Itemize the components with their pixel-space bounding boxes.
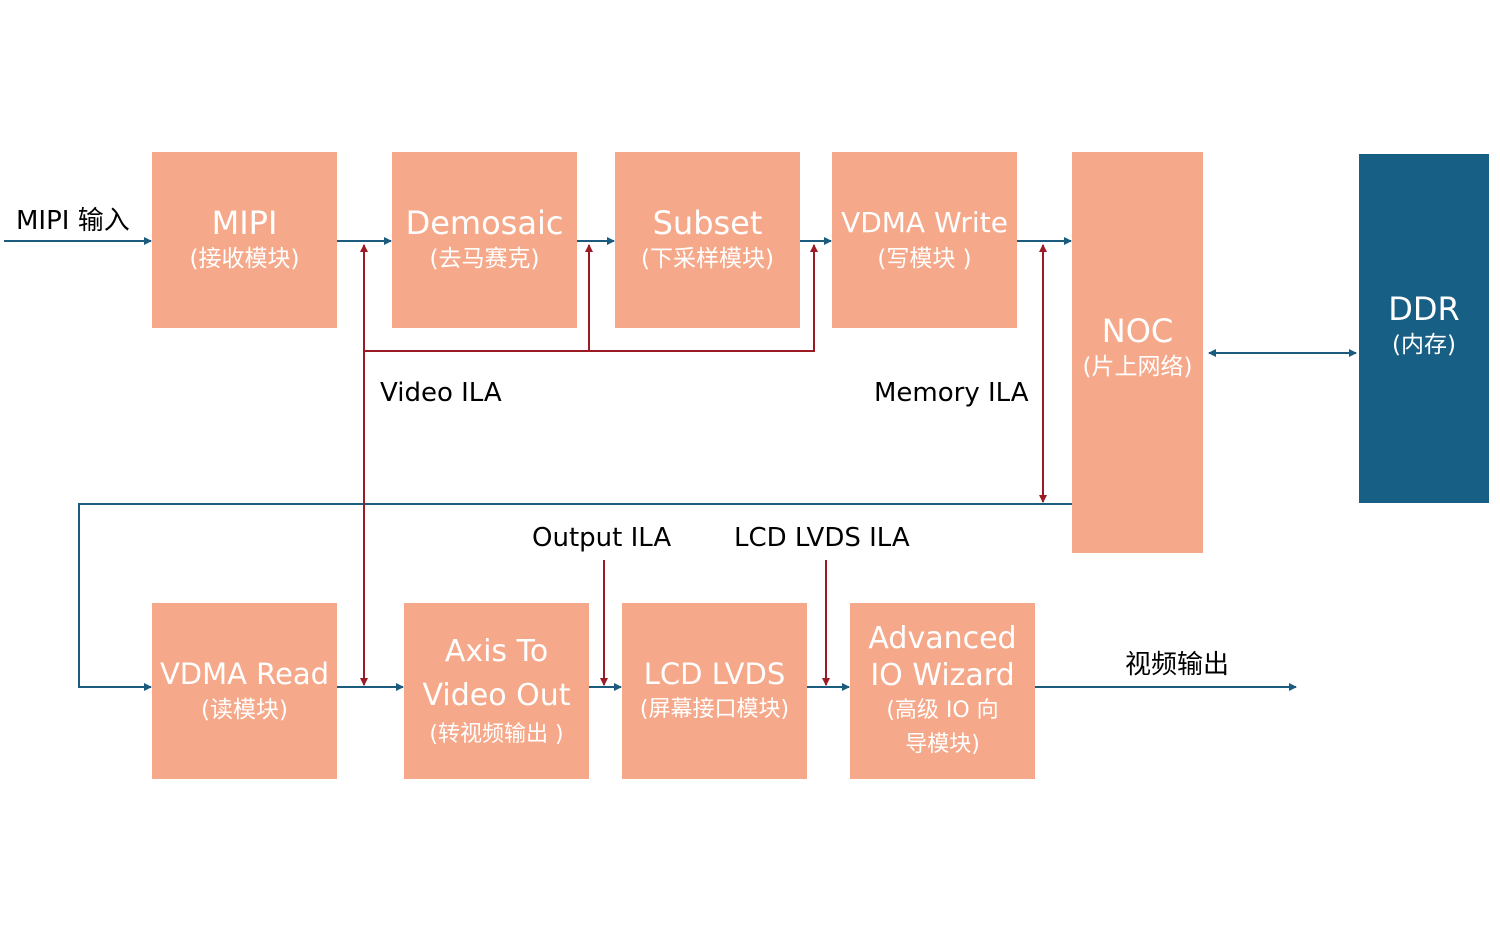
memory-ila-label: Memory ILA — [874, 378, 1029, 408]
lcd-lvds-ila-label: LCD LVDS ILA — [734, 523, 910, 553]
noc-block: NOC (片上网络) — [1072, 152, 1203, 553]
noc-block-subtitle: (片上网络) — [1082, 354, 1193, 380]
axis-to-video-out-block: Axis To Video Out (转视频输出 ) — [404, 603, 589, 779]
aiw-block-subtitle-line2: 导模块) — [905, 732, 980, 757]
demosaic-block-title: Demosaic — [405, 204, 564, 242]
noc-block-title: NOC — [1101, 312, 1174, 350]
lcd-lvds-block-title: LCD LVDS — [643, 657, 786, 691]
axis-block-subtitle: (转视频输出 ) — [429, 722, 564, 747]
mipi-block-subtitle: (接收模块) — [189, 246, 300, 272]
vdma-write-block-subtitle: (写模块 ) — [877, 246, 972, 272]
mipi-input-label: MIPI 输入 — [16, 206, 130, 236]
noc-to-vdma-read-path — [78, 503, 1072, 691]
axis-block-title-line2: Video Out — [422, 678, 571, 713]
aiw-block-subtitle-line1: (高级 IO 向 — [886, 698, 999, 723]
ddr-block: DDR (内存) — [1359, 154, 1489, 503]
subset-block-title: Subset — [652, 204, 763, 242]
mipi-block: MIPI (接收模块) — [152, 152, 337, 328]
vdma-write-block: VDMA Write (写模块 ) — [832, 152, 1017, 328]
demosaic-block-subtitle: (去马赛克) — [429, 246, 540, 272]
subset-block-subtitle: (下采样模块) — [641, 246, 774, 272]
aiw-block-title-line2: IO Wizard — [870, 658, 1015, 693]
demosaic-block: Demosaic (去马赛克) — [392, 152, 577, 328]
video-ila-label: Video ILA — [380, 378, 502, 408]
ddr-block-title: DDR — [1388, 290, 1460, 328]
aiw-block-title-line1: Advanced — [868, 621, 1017, 656]
video-output-label: 视频输出 — [1125, 650, 1230, 680]
output-ila-label: Output ILA — [532, 523, 672, 553]
axis-block-title-line1: Axis To — [444, 634, 549, 669]
mipi-block-title: MIPI — [211, 204, 278, 242]
vdma-read-block-title: VDMA Read — [159, 657, 330, 691]
vdma-read-block: VDMA Read (读模块) — [152, 603, 337, 779]
ddr-block-subtitle: (内存) — [1392, 332, 1456, 358]
subset-block: Subset (下采样模块) — [615, 152, 800, 328]
advanced-io-wizard-block: Advanced IO Wizard (高级 IO 向 导模块) — [850, 603, 1035, 779]
lcd-lvds-block-subtitle: (屏幕接口模块) — [639, 697, 790, 722]
vdma-read-block-subtitle: (读模块) — [201, 697, 288, 723]
vdma-write-block-title: VDMA Write — [841, 206, 1008, 239]
lcd-lvds-block: LCD LVDS (屏幕接口模块) — [622, 603, 807, 779]
